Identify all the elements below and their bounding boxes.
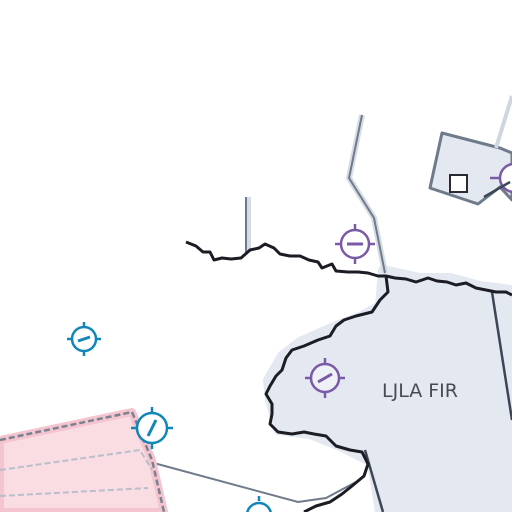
vor-icon: [67, 322, 101, 356]
navaid-marker-southwest[interactable]: [131, 407, 173, 449]
airway-line-southwest: [149, 461, 357, 504]
square-waypoint-icon[interactable]: [449, 174, 468, 193]
restricted-area-inner: [0, 448, 153, 497]
vor-icon: [305, 358, 345, 398]
fir-label: LJLA FIR: [382, 380, 458, 402]
airspace-boundary-east: [490, 291, 512, 421]
navaid-marker-fir[interactable]: [305, 358, 345, 398]
navaid-marker-south[interactable]: [246, 496, 272, 512]
navaid-marker-north[interactable]: [335, 224, 375, 264]
vor-icon: [246, 496, 272, 512]
vor-icon: [335, 224, 375, 264]
national-border: [185, 240, 512, 512]
airspace-northeast-line: [494, 95, 512, 149]
restricted-area-border: [0, 410, 166, 512]
vor-icon: [131, 407, 173, 449]
waypoint-connector: [483, 180, 511, 199]
airspace-northeast: [428, 131, 512, 206]
navaid-marker-west[interactable]: [67, 322, 101, 356]
airspace-boundary-south: [363, 449, 385, 512]
airspace-boundary-north-line: [347, 114, 386, 274]
